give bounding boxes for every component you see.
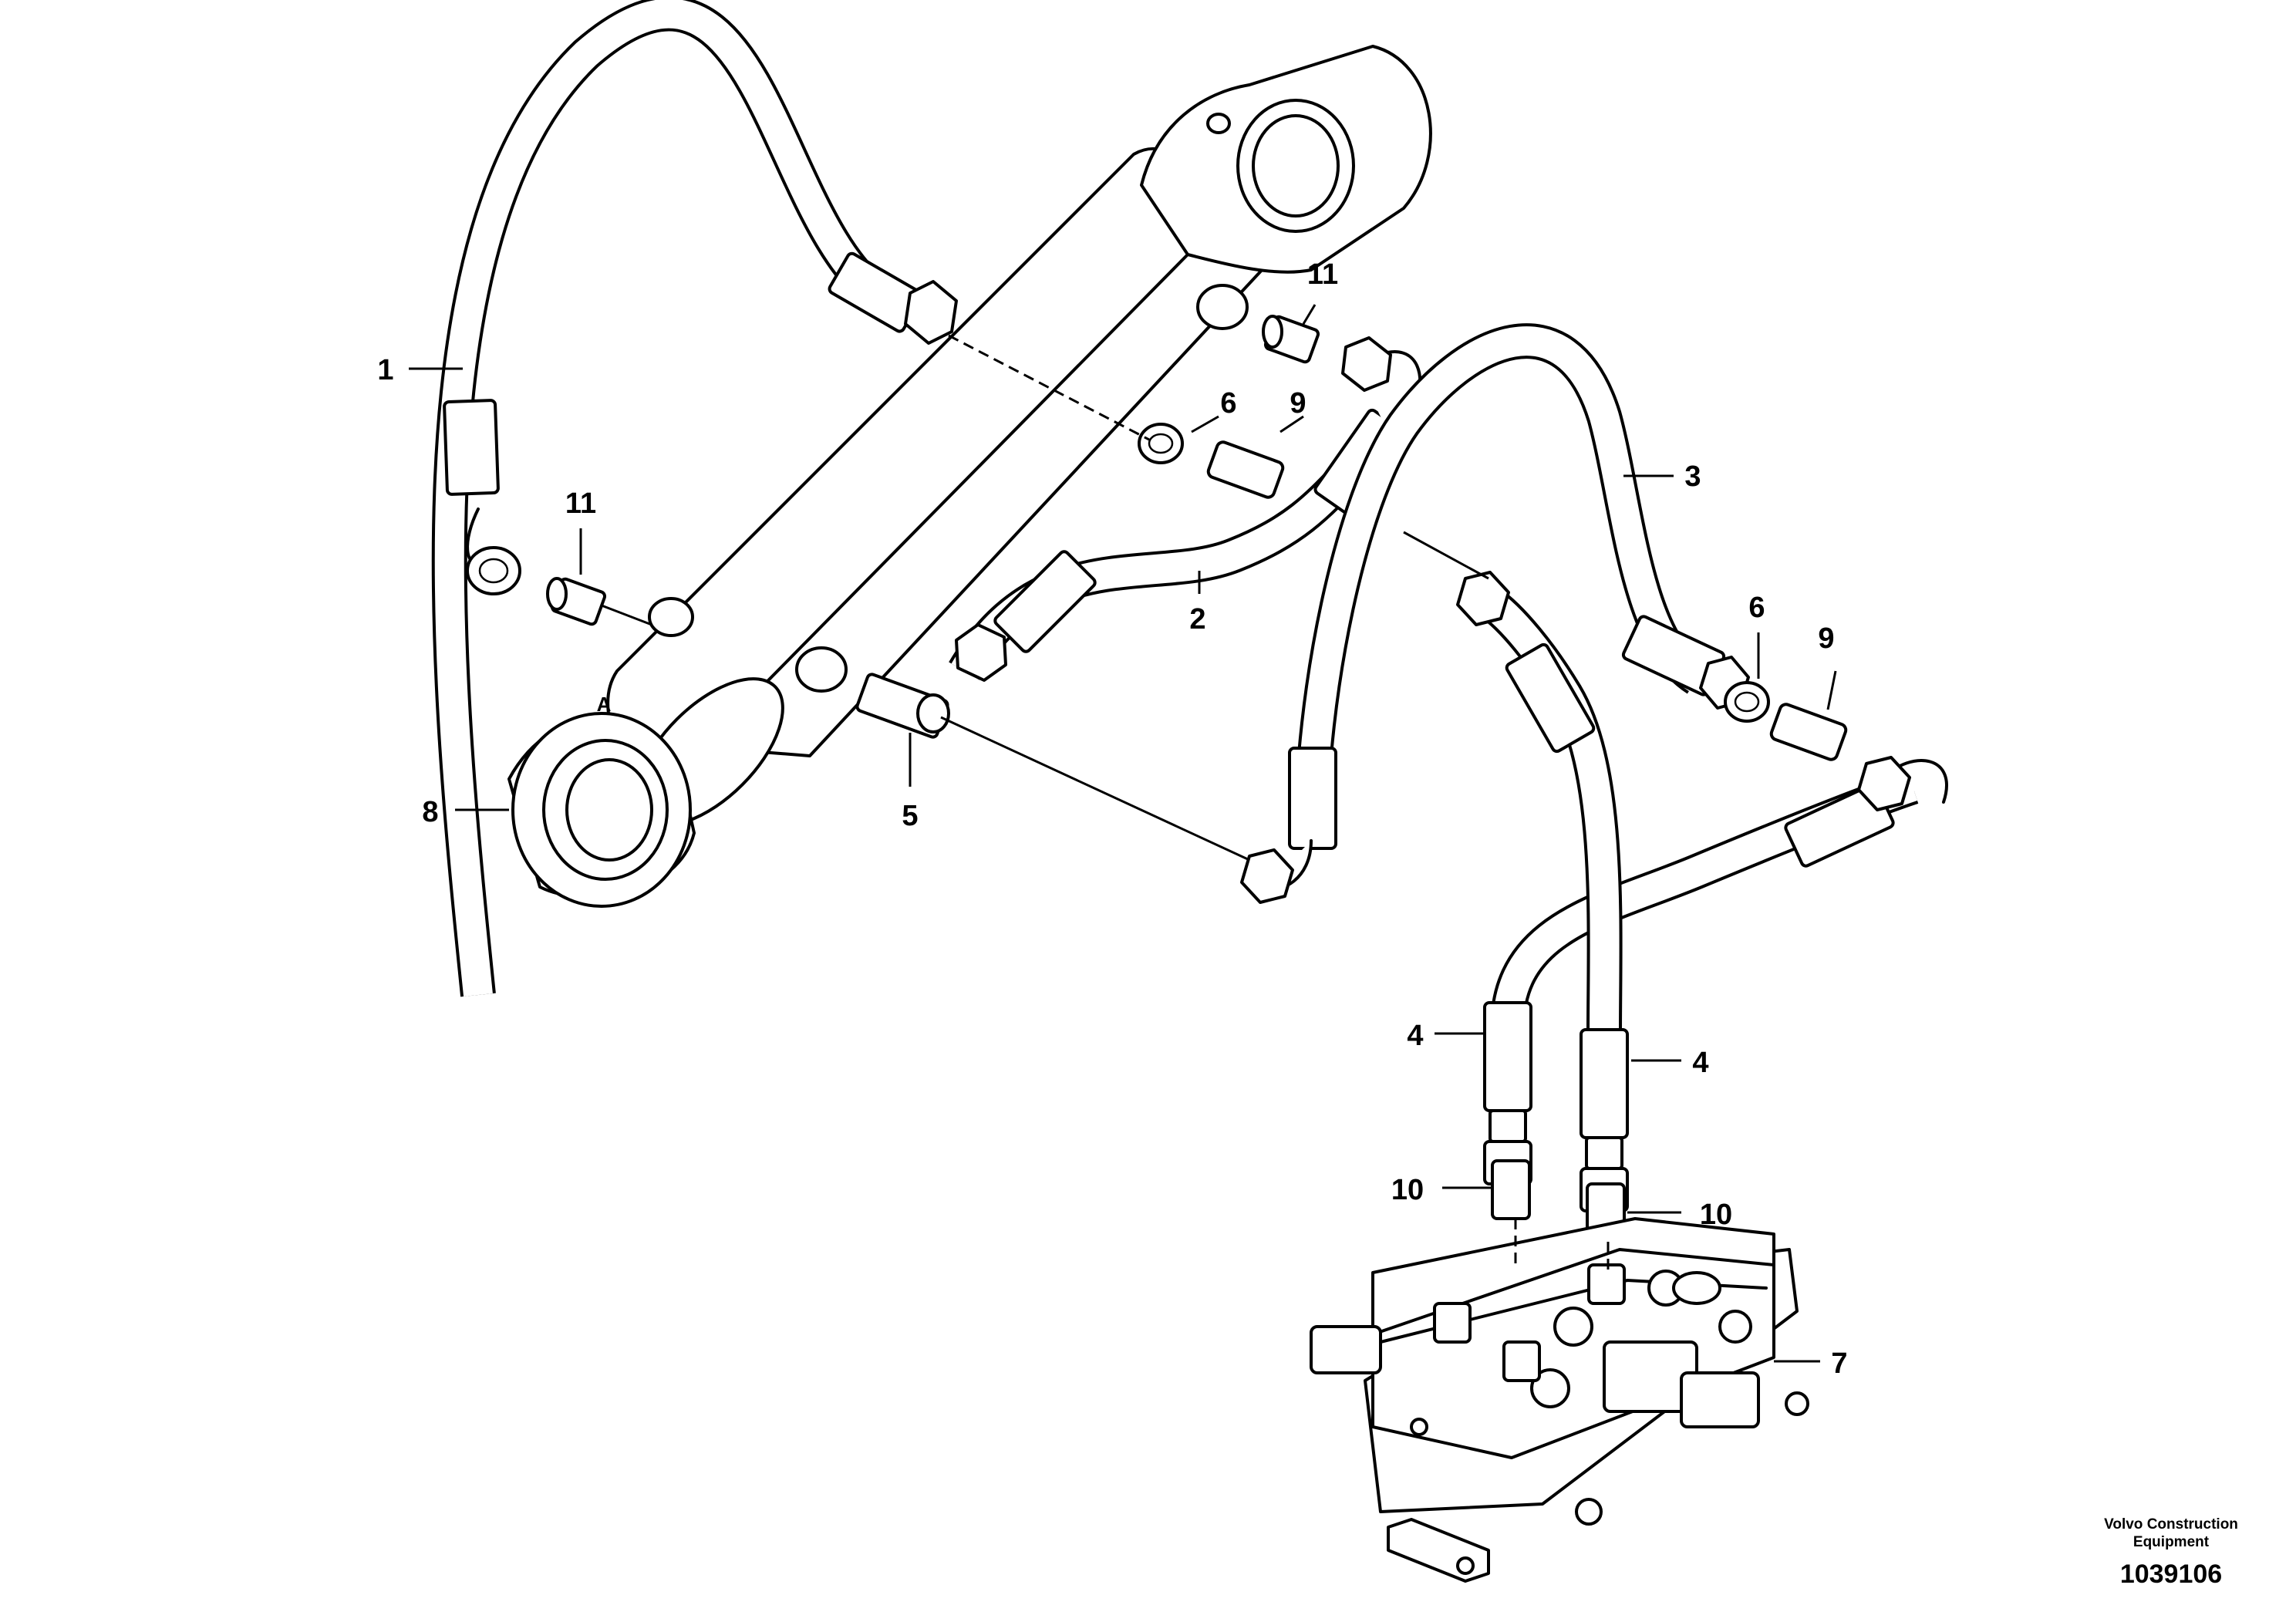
hose-4-left xyxy=(1483,756,1948,1185)
callout-3: 3 xyxy=(1684,460,1701,493)
cylinder-mark-a: A xyxy=(597,693,612,716)
callout-9-upper: 9 xyxy=(1290,387,1306,420)
hose-4-right xyxy=(1456,571,1629,1212)
callout-4-right: 4 xyxy=(1692,1047,1708,1079)
callout-6-lower: 6 xyxy=(1748,592,1765,624)
callout-7: 7 xyxy=(1831,1347,1847,1380)
rod-end-eye xyxy=(507,712,696,908)
brand-line-1: Volvo Construction xyxy=(2104,1516,2238,1533)
hydraulic-cylinder xyxy=(606,45,1432,827)
leader-lines xyxy=(409,304,1837,1363)
callout-4-left: 4 xyxy=(1407,1020,1423,1052)
callout-10-right: 10 xyxy=(1700,1199,1732,1231)
callout-10-left: 10 xyxy=(1391,1174,1424,1206)
callout-11-upper: 11 xyxy=(1307,258,1338,291)
callout-2: 2 xyxy=(1189,603,1205,636)
callout-5: 5 xyxy=(902,800,918,832)
document-number: 1039106 xyxy=(2120,1560,2222,1589)
callout-11-lower: 11 xyxy=(565,487,596,520)
control-valve-block xyxy=(1310,1217,1809,1583)
seal-ring-6-lower xyxy=(1724,681,1770,723)
brand-block: Volvo Construction Equipment 1039106 xyxy=(2104,1516,2238,1589)
adapter-10-left xyxy=(1491,1159,1531,1220)
callout-6-upper: 6 xyxy=(1220,387,1236,420)
callout-1: 1 xyxy=(377,354,393,386)
tee-fitting-5 xyxy=(855,673,950,739)
brand-line-2: Equipment xyxy=(2133,1534,2210,1550)
adapter-11-upper xyxy=(1262,315,1320,364)
callout-labels: 1 2 3 4 4 5 6 6 7 8 9 9 10 10 11 11 A xyxy=(377,258,1847,1380)
nipple-9-lower xyxy=(1769,703,1848,761)
seal-ring-6-upper xyxy=(1138,423,1184,464)
hose-1 xyxy=(431,0,958,997)
callout-9-lower: 9 xyxy=(1818,622,1834,655)
callout-8: 8 xyxy=(422,796,438,828)
adapter-11-lower xyxy=(546,577,607,626)
nipple-9-upper xyxy=(1206,440,1285,499)
